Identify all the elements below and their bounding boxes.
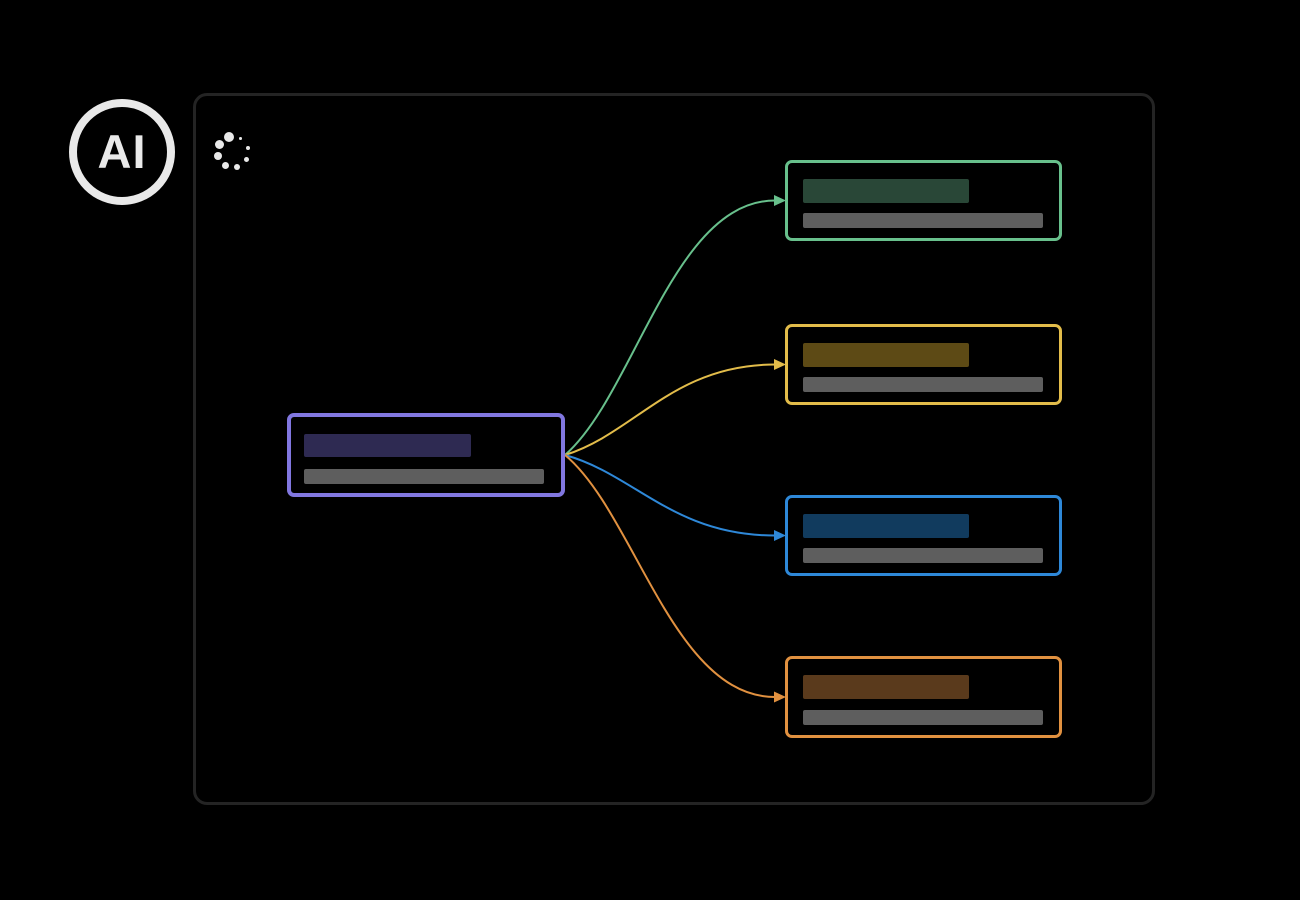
text-placeholder: [803, 213, 1043, 228]
spinner-dot: [245, 145, 251, 151]
title-placeholder: [803, 179, 969, 203]
node-branch-2[interactable]: [785, 324, 1062, 405]
node-branch-4[interactable]: [785, 656, 1062, 738]
text-placeholder: [803, 710, 1043, 725]
text-placeholder: [803, 377, 1043, 392]
spinner-dot: [215, 139, 225, 149]
spinner-dot: [239, 137, 243, 140]
ai-logo-text: AI: [97, 124, 147, 178]
spinner-dot: [221, 161, 229, 170]
title-placeholder: [803, 343, 969, 367]
spinner-dot: [223, 132, 234, 143]
text-placeholder: [304, 469, 544, 484]
spinner-dot: [213, 151, 223, 161]
node-branch-3[interactable]: [785, 495, 1062, 576]
title-placeholder: [803, 514, 969, 538]
node-branch-1[interactable]: [785, 160, 1062, 241]
title-placeholder: [803, 675, 969, 699]
spinner-dot: [233, 163, 241, 171]
loading-spinner-icon: [211, 130, 255, 174]
node-root[interactable]: [287, 413, 565, 497]
spinner-dot: [243, 157, 250, 163]
title-placeholder: [304, 434, 471, 457]
ai-logo: AI: [69, 99, 175, 205]
text-placeholder: [803, 548, 1043, 563]
